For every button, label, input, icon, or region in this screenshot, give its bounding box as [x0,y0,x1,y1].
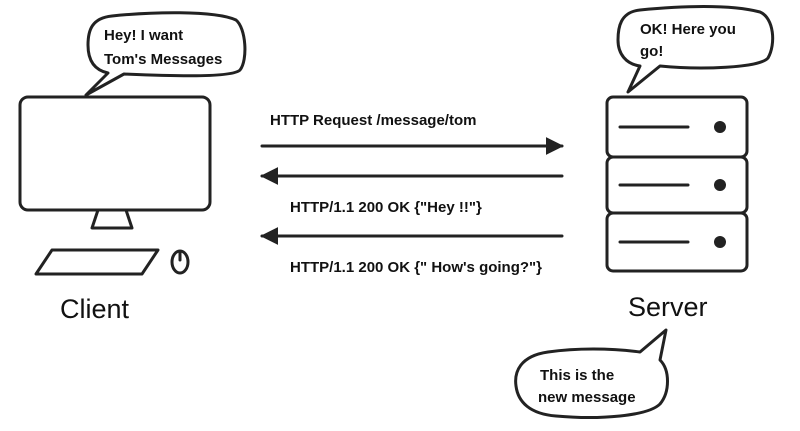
server-unit-3 [605,211,749,273]
monitor-screen [18,95,212,212]
client-label: Client [60,294,130,324]
client-bubble-line-1: Hey! I want [104,27,183,44]
keyboard-icon [34,248,160,276]
client-speech-bubble: Hey! I want Tom's Messages [84,11,247,97]
monitor-stand [90,208,134,230]
server-bottom-bubble-line-2: new message [538,389,636,406]
server-top-bubble-line-1: OK! Here you [640,21,736,38]
server-speech-bubble-top: OK! Here you go! [616,5,775,94]
server-unit-3-led [714,236,726,248]
server-rack-icon [605,95,749,273]
server-top-bubble-shape [616,5,775,94]
server-top-bubble-text: OK! Here you go! [640,21,740,60]
server-bottom-bubble-shape [514,328,669,419]
response-label-1: HTTP/1.1 200 OK {"Hey !!"} [290,199,482,216]
client-computer-icon [18,95,212,276]
server-top-bubble-line-2: go! [640,43,663,60]
client-bubble-line-2: Tom's Messages [104,51,222,68]
server-bottom-bubble-line-1: This is the [540,367,614,384]
client-bubble-text: Hey! I want Tom's Messages [104,27,222,68]
response-label-2: HTTP/1.1 200 OK {" How's going?"} [290,259,542,276]
request-label: HTTP Request /message/tom [270,112,476,129]
server-unit-1-led [714,121,726,133]
server-unit-2-led [714,179,726,191]
server-speech-bubble-bottom: This is the new message [514,328,669,419]
server-bottom-bubble-text: This is the new message [538,367,636,406]
server-label: Server [628,292,708,322]
client-bubble-shape [84,11,247,97]
